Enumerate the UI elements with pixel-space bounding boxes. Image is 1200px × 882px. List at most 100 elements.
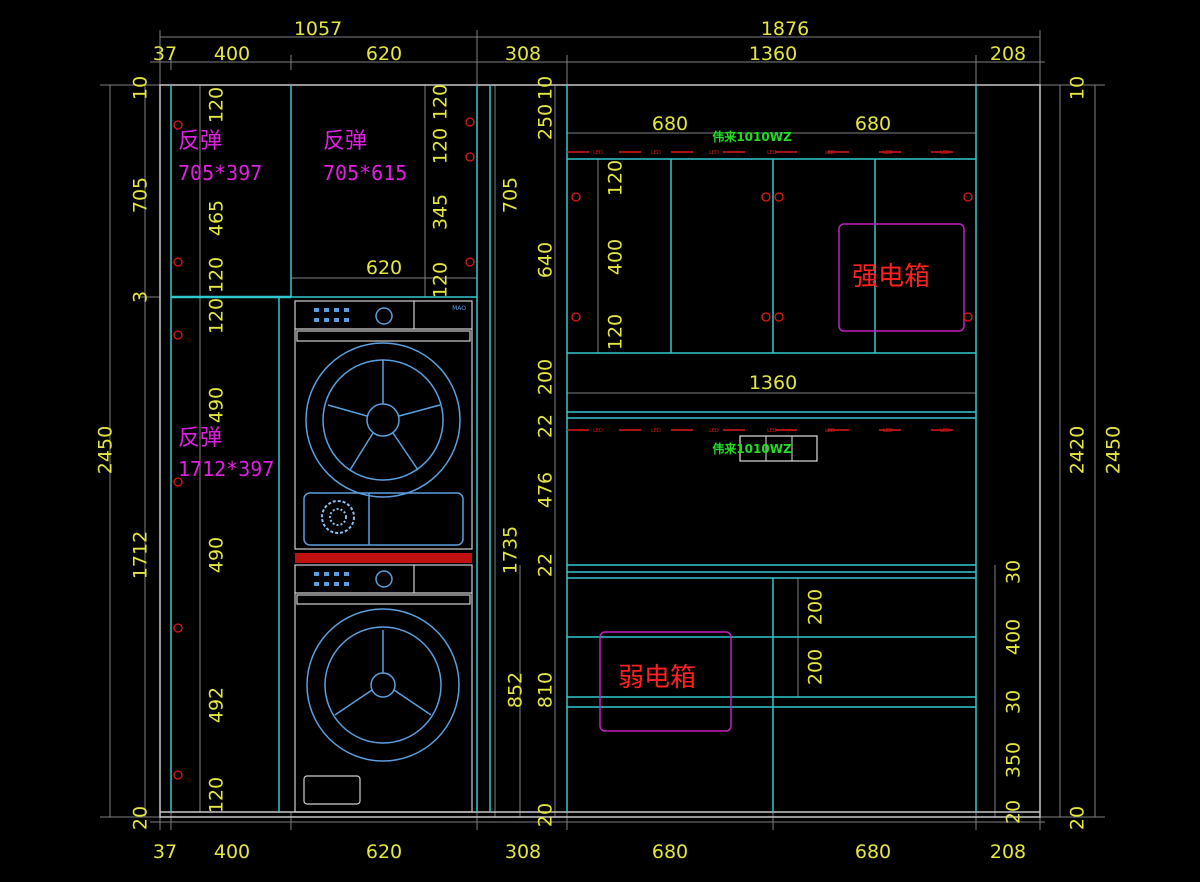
panel-title: 反弹 [178, 129, 222, 154]
dim-text: 20 [1003, 800, 1025, 824]
dim-text: 22 [535, 553, 557, 577]
dim-text: 1735 [500, 526, 522, 574]
dim-text: 490 [206, 387, 228, 423]
washer-dryer-upper: MAO [294, 300, 473, 550]
dim-text: 308 [505, 43, 541, 65]
led-tag: LED [651, 150, 661, 156]
dim-text: 208 [990, 43, 1026, 65]
dim-text: 120 [206, 777, 228, 813]
dim-text: 120 [206, 257, 228, 293]
led-tag: LED [593, 428, 603, 434]
dim-text: 120 [206, 87, 228, 123]
panel-size: 1712*397 [178, 457, 274, 481]
dim-text: 492 [206, 687, 228, 723]
stacking-kit [295, 553, 472, 563]
dim-text: 37 [153, 43, 177, 65]
panel-title: 反弹 [323, 129, 367, 154]
dim-text: 705 [500, 177, 522, 213]
dim-text: 2420 [1067, 426, 1089, 474]
dim-text: 1360 [749, 372, 797, 394]
dim-text: 1360 [749, 43, 797, 65]
dim-text: 620 [366, 257, 402, 279]
strong-power-box [838, 223, 965, 332]
dim-text: 345 [430, 194, 452, 230]
dim-text: 680 [855, 113, 891, 135]
dim-text: 200 [805, 589, 827, 625]
dim-text: 490 [206, 537, 228, 573]
dimension-lines [100, 30, 1105, 830]
dim-text: 120 [430, 128, 452, 164]
dim-text: 1876 [761, 18, 809, 40]
dim-text: 120 [206, 298, 228, 334]
led-tag: LED [940, 428, 950, 434]
dim-text: 20 [1067, 806, 1089, 830]
dim-text: 120 [430, 262, 452, 298]
dim-text: 200 [805, 649, 827, 685]
dim-text: 3 [130, 291, 152, 303]
dim-text: 400 [214, 841, 250, 863]
dim-text: 308 [505, 841, 541, 863]
led-tag: LED [825, 150, 835, 156]
dim-text: 400 [605, 239, 627, 275]
dim-text: 30 [1003, 690, 1025, 714]
led-tag: LED [709, 428, 719, 434]
strong-box-label: 强电箱 [852, 262, 930, 292]
dim-text: 680 [652, 841, 688, 863]
dim-text: 120 [605, 160, 627, 196]
washer-brand: MAO [452, 305, 466, 312]
panel-size: 705*397 [178, 161, 262, 185]
dim-text: 10 [535, 76, 557, 100]
washer-lower [294, 564, 473, 813]
dim-text: 705 [130, 177, 152, 213]
light-label: 伟来1010WZ [712, 129, 792, 144]
dim-text: 2450 [1103, 426, 1125, 474]
dim-text: 37 [153, 841, 177, 863]
dim-text: 476 [535, 472, 557, 508]
dim-text: 20 [130, 806, 152, 830]
light-label: 伟来1010WZ [712, 441, 792, 456]
dim-text: 465 [206, 200, 228, 236]
dim-text: 1057 [294, 18, 342, 40]
panel-title: 反弹 [178, 426, 222, 451]
weak-box-label: 弱电箱 [618, 663, 696, 693]
led-tag: LED [940, 150, 950, 156]
led-tag: LED [883, 428, 893, 434]
dim-text: 810 [535, 672, 557, 708]
led-tag: LED [767, 428, 777, 434]
hinge-markers [173, 117, 973, 780]
dim-text: 10 [130, 76, 152, 100]
left-cabinet [170, 85, 491, 812]
dim-text: 852 [505, 672, 527, 708]
dim-text: 680 [855, 841, 891, 863]
led-tag: LED [651, 428, 661, 434]
outer-frame [159, 84, 1041, 818]
dim-text: 120 [605, 314, 627, 350]
dim-text: 400 [1003, 619, 1025, 655]
dim-text: 400 [214, 43, 250, 65]
vertical-dimensions: 10 705 3 2450 1712 20 10 2420 2450 20 120 465 120 120… [95, 76, 1125, 830]
dim-text: 1712 [130, 531, 152, 579]
led-tag: LED [825, 428, 835, 434]
dim-text: 640 [535, 242, 557, 278]
dim-text: 120 [430, 84, 452, 120]
led-tag: LED [883, 150, 893, 156]
socket-outlet [739, 435, 818, 462]
dim-text: 250 [535, 104, 557, 140]
dim-text: 200 [535, 359, 557, 395]
horizontal-dimensions: 1057 1876 37 400 620 308 1360 208 37 400… [153, 18, 1026, 863]
dim-text: 620 [366, 841, 402, 863]
right-cabinet [566, 85, 977, 812]
dim-text: 2450 [95, 426, 117, 474]
led-tag: LED [593, 150, 603, 156]
panel-size: 705*615 [323, 161, 407, 185]
weak-power-box [599, 631, 732, 732]
dim-text: 30 [1003, 560, 1025, 584]
dim-text: 350 [1003, 742, 1025, 778]
dim-text: 10 [1067, 76, 1089, 100]
dim-text: 20 [535, 803, 557, 827]
dim-text: 208 [990, 841, 1026, 863]
dim-text: 680 [652, 113, 688, 135]
led-tag: LED [709, 150, 719, 156]
led-tag: LED [767, 150, 777, 156]
